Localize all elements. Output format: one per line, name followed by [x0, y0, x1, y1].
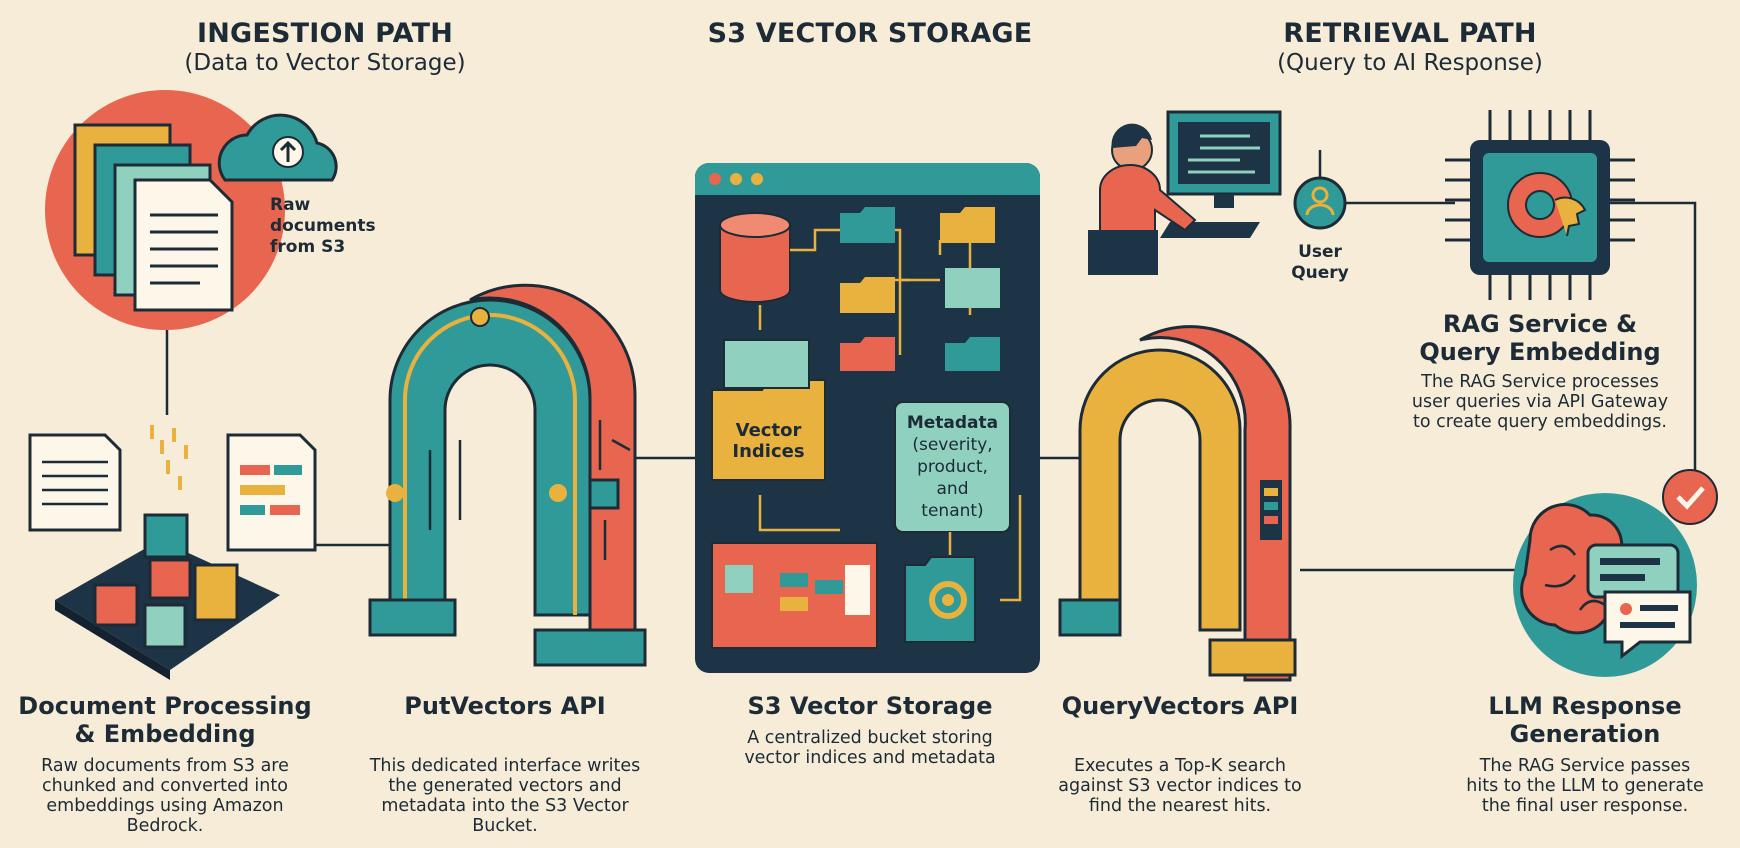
s3-storage-panel-illustration	[695, 163, 1040, 673]
storage-section-title: S3 VECTOR STORAGE	[707, 18, 1033, 49]
step-putvectors-description: This dedicated interface writes the gene…	[369, 756, 641, 836]
step-document-processing-description: Raw documents from S3 are chunked and co…	[41, 756, 289, 836]
putvectors-arch-illustration	[368, 283, 647, 667]
step-queryvectors-title: QueryVectors API	[1061, 692, 1299, 720]
user-query-label: User Query	[1291, 242, 1349, 283]
rag-service-description: The RAG Service processes user queries v…	[1411, 372, 1669, 432]
retrieval-path-subtitle: (Query to AI Response)	[1277, 50, 1543, 76]
ingestion-path-subtitle: (Data to Vector Storage)	[184, 50, 466, 76]
raw-documents-illustration	[45, 90, 338, 330]
step-s3-storage-title: S3 Vector Storage	[747, 692, 993, 720]
step-putvectors-title: PutVectors API	[404, 692, 606, 720]
step-queryvectors-description: Executes a Top-K search against S3 vecto…	[1058, 756, 1302, 816]
user-computer-illustration	[1088, 110, 1347, 275]
rag-chip-illustration	[1445, 110, 1635, 300]
raw-documents-label: Raw documents from S3	[270, 195, 376, 257]
queryvectors-arch-illustration	[1058, 325, 1297, 682]
step-document-processing-title: Document Processing & Embedding	[18, 692, 312, 748]
vector-indices-label: Vector Indices	[732, 420, 805, 462]
step-llm-response-title: LLM Response Generation	[1488, 692, 1682, 748]
embedding-platform-illustration	[28, 425, 317, 680]
llm-brain-illustration	[1513, 469, 1718, 677]
step-s3-storage-description: A centralized bucket storing vector indi…	[744, 728, 996, 768]
step-llm-response-description: The RAG Service passes hits to the LLM t…	[1466, 756, 1704, 816]
retrieval-path-title: RETRIEVAL PATH	[1283, 18, 1537, 49]
ingestion-path-title: INGESTION PATH	[196, 18, 454, 49]
rag-service-title: RAG Service & Query Embedding	[1419, 310, 1661, 366]
metadata-label: Metadata (severity, product, and tenant)	[906, 413, 999, 521]
